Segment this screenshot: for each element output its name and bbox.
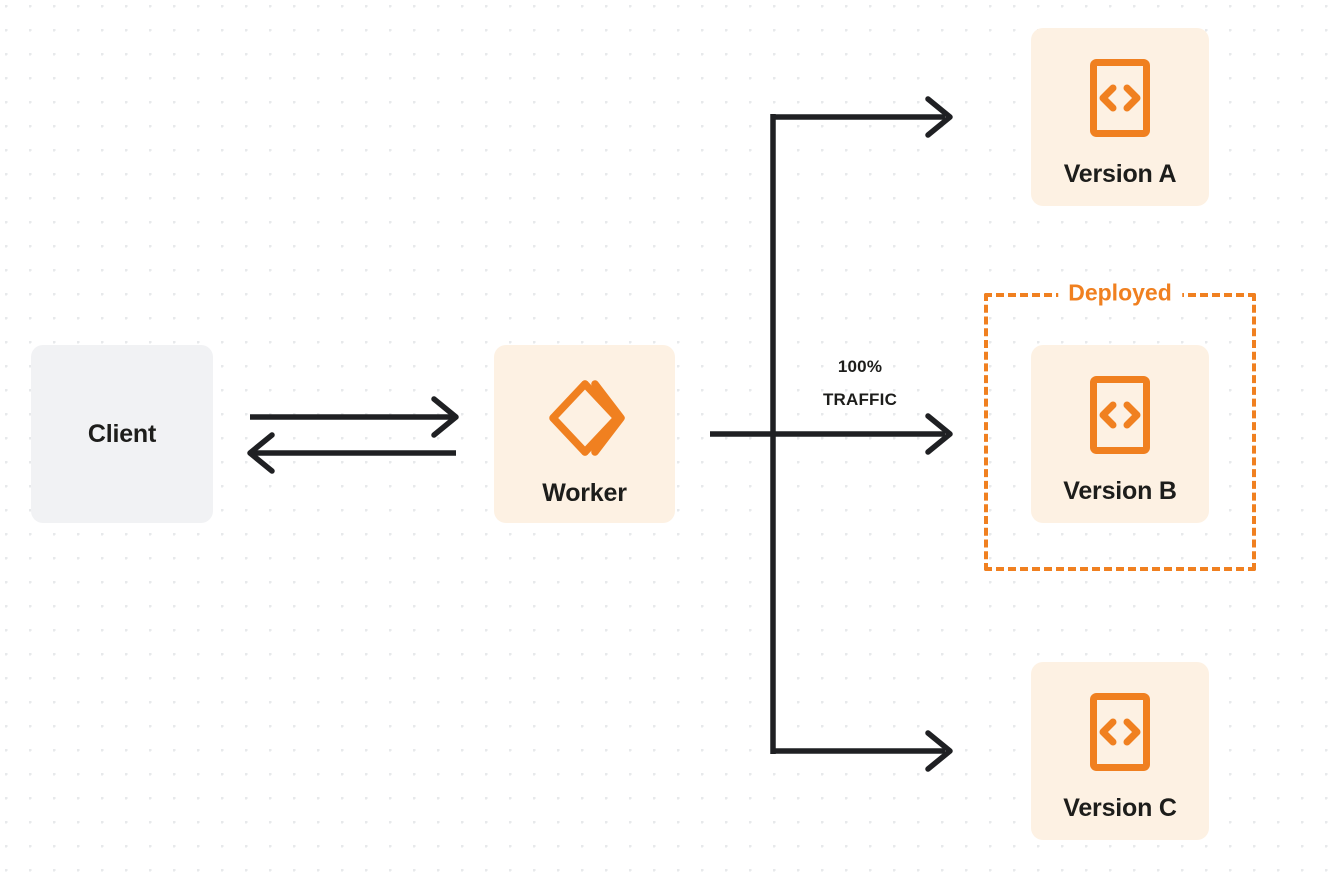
arrowhead-version-b (925, 413, 953, 455)
traffic-percent: 100% (837, 357, 883, 376)
group-deployed-label: Deployed (1058, 281, 1182, 305)
node-worker[interactable]: Worker (494, 345, 675, 523)
node-client[interactable]: Client (31, 345, 213, 523)
node-version-b[interactable]: Version B (1031, 345, 1209, 523)
code-file-icon (1089, 692, 1151, 772)
node-version-a[interactable]: Version A (1031, 28, 1209, 206)
connector-worker-to-client (247, 432, 456, 474)
node-version-c-label: Version C (1063, 794, 1177, 822)
node-client-label: Client (87, 419, 157, 448)
arrowhead-version-a (925, 96, 953, 138)
code-file-icon (1089, 375, 1151, 455)
traffic-annotation: 100% TRAFFIC (797, 350, 923, 416)
group-deployed: Deployed (984, 281, 1256, 571)
arrowhead-version-c (925, 730, 953, 772)
traffic-caption: TRAFFIC (822, 390, 898, 410)
code-file-icon (1089, 58, 1151, 138)
node-worker-label: Worker (542, 479, 627, 507)
connector-client-to-worker (250, 396, 459, 438)
node-version-a-label: Version A (1063, 160, 1177, 188)
connector-trunk (710, 114, 945, 754)
cloudflare-workers-icon (541, 377, 629, 459)
node-version-c[interactable]: Version C (1031, 662, 1209, 840)
node-version-b-label: Version B (1063, 477, 1177, 505)
